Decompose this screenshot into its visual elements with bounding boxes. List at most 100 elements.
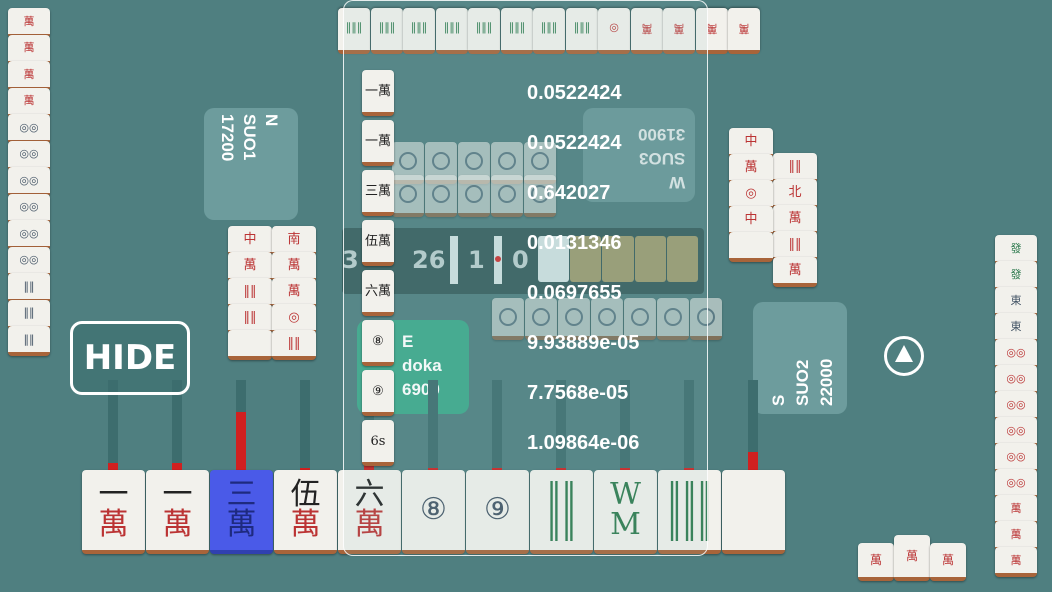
discard-tile [458, 175, 490, 217]
discard-tile [729, 232, 773, 262]
discard-tile [624, 298, 656, 340]
player-name: SUO2 [793, 359, 812, 406]
probability-value: 9.93889e-05 [527, 332, 640, 354]
wall-tile: ◎◎ [995, 443, 1037, 473]
tile-suit: 萬 [354, 507, 385, 542]
probability-value: 0.0131346 [527, 232, 622, 254]
wall-tile: ‖‖ [8, 299, 50, 330]
discard-probability-bar [556, 380, 566, 470]
discard-tile [690, 298, 722, 340]
probability-tile-icon: 一萬 [362, 120, 394, 166]
tile-face-icon [697, 308, 715, 326]
probability-value: 0.0522424 [527, 82, 622, 104]
tile-suit: 萬 [226, 507, 257, 542]
probability-value: 7.7568e-05 [527, 382, 629, 404]
tile-rank: ⑨ [484, 492, 511, 527]
wall-tile: 萬 [995, 547, 1037, 577]
player-panel-north: N SUO1 17200 [204, 108, 298, 220]
remaining-tiles-count: 26 [412, 246, 446, 274]
meld-tile: 萬 [858, 543, 894, 581]
hand-tile[interactable]: 一萬 [82, 470, 145, 554]
discard-tile [228, 330, 272, 360]
tile-face-icon [531, 152, 549, 170]
discard-probability-bar [748, 380, 758, 470]
riichi-stick-icon [494, 236, 502, 284]
tile-face-icon [432, 185, 450, 203]
player-wind: S [769, 394, 788, 406]
wall-tile: ◎◎ [8, 167, 50, 197]
tile-face-icon [399, 185, 417, 203]
hand-tile[interactable]: ⑧ [402, 470, 465, 554]
tile-suit: ‖‖ [546, 507, 577, 542]
player-wind: E [402, 332, 414, 351]
honba-stick-icon [450, 236, 458, 284]
probability-tile-icon: 伍萬 [362, 220, 394, 266]
hand-tile[interactable]: ‖‖‖‖‖‖ [658, 470, 721, 554]
tile-face-icon [565, 308, 583, 326]
meld-tile: 萬 [930, 543, 966, 581]
discard-probability-bar [108, 380, 118, 470]
tile-suit: 萬 [162, 507, 193, 542]
wall-tile: ‖‖ [8, 273, 50, 303]
player-score: 17200 [218, 114, 237, 162]
triangle-up-icon [895, 345, 913, 362]
opponent-tile: 萬 [728, 8, 760, 54]
tile-label: 伍萬 [364, 233, 391, 249]
tile-face-icon [465, 185, 483, 203]
tile-face-icon [664, 308, 682, 326]
probability-value: 0.0522424 [527, 132, 622, 154]
wall-tile: 萬 [8, 8, 50, 38]
probability-value: 0.642027 [527, 182, 611, 204]
tile-rank: 伍 [290, 477, 321, 512]
discard-probability-bar [236, 380, 246, 470]
tile-rank: ‖‖ [546, 477, 577, 512]
hide-button[interactable]: HIDE [70, 321, 190, 395]
probability-value: 1.09864e-06 [527, 432, 640, 454]
player-name: SUO1 [240, 114, 259, 161]
discard-probability-bar [492, 380, 502, 470]
round-indicator: 3 [342, 246, 359, 274]
discard-tile [492, 298, 524, 340]
tile-rank: W [610, 477, 641, 512]
wall-tile: ◎◎ [8, 140, 50, 171]
hand-tile[interactable]: 伍萬 [274, 470, 337, 554]
tile-face-icon [631, 308, 649, 326]
hand-tile[interactable]: 三萬 [210, 470, 273, 554]
tile-face-icon [465, 152, 483, 170]
discard-tile [525, 298, 557, 340]
hand-tile[interactable]: 六萬 [338, 470, 401, 554]
honba-count: 1 [468, 246, 485, 274]
tile-rank: 三 [226, 477, 257, 512]
player-wind: N [262, 114, 281, 127]
probability-tile-icon: 一萬 [362, 70, 394, 116]
wall-tile: 萬 [8, 61, 50, 91]
tile-suit: M [610, 507, 641, 542]
hand-tile[interactable]: 一萬 [146, 470, 209, 554]
round-info-bar: 3 26 1 0 [342, 228, 704, 294]
tile-face-icon [432, 152, 450, 170]
wall-tile: 萬 [8, 34, 50, 65]
tile-face-icon [498, 152, 516, 170]
tile-label: 一萬 [364, 133, 391, 149]
probability-tile-icon: ⑧ [362, 320, 394, 366]
discard-probability-bar [300, 380, 310, 470]
hand-tile[interactable]: ‖‖‖‖ [530, 470, 593, 554]
dora-indicators [538, 236, 699, 282]
probability-value: 0.0697655 [527, 282, 622, 304]
wall-tile: ◎◎ [8, 114, 50, 144]
tile-rank: 一 [98, 477, 129, 512]
tile-rank: 六 [354, 477, 385, 512]
tile-face-icon [498, 185, 516, 203]
hand-tile[interactable]: ⑨ [466, 470, 529, 554]
tile-suit: 萬 [98, 507, 129, 542]
tile-rank: ‖‖‖ [667, 477, 712, 512]
dora-tile-hidden [666, 236, 699, 282]
hand-tile[interactable] [722, 470, 785, 554]
tile-label: 六萬 [364, 283, 391, 299]
wall-tile: ‖‖ [8, 326, 50, 356]
player-panel-south: S SUO2 22000 [753, 302, 847, 414]
dora-tile [538, 236, 570, 282]
action-up-button[interactable] [884, 336, 924, 376]
meld-tile: 萬 [894, 535, 930, 581]
